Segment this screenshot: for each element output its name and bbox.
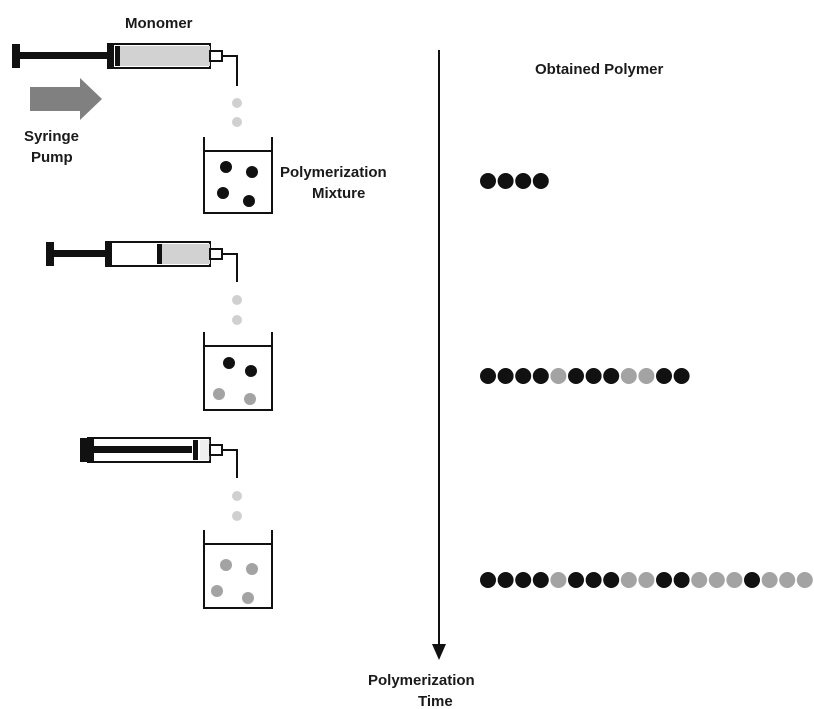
beaker-monomer	[220, 559, 232, 571]
polymer-unit-black	[497, 173, 514, 189]
polymer-unit-gray	[550, 572, 567, 588]
dripping-drop	[232, 491, 242, 501]
beaker-monomer	[245, 365, 257, 377]
dripping-drop	[232, 511, 242, 521]
plunger-seal	[115, 46, 120, 66]
dripping-drop	[232, 117, 242, 127]
beaker-monomer	[223, 357, 235, 369]
dripping-drop	[232, 98, 242, 108]
monomer-fill	[120, 46, 210, 66]
mixture-label-line1: Polymerization	[280, 164, 387, 181]
polymer-unit-black	[568, 572, 584, 588]
polymer-unit-gray	[779, 572, 796, 588]
stage-1	[12, 43, 273, 214]
beaker-monomer	[217, 187, 229, 199]
polymer-unit-gray	[691, 572, 708, 588]
syringe-tip	[209, 50, 223, 62]
dripping-drop	[232, 315, 242, 325]
polymer-unit-gray	[761, 572, 778, 588]
beaker-monomer	[213, 388, 225, 400]
polymer-unit-gray	[726, 572, 743, 588]
barrel-rim	[88, 438, 94, 462]
time-label-line2: Time	[418, 693, 453, 709]
time-axis-arrowhead-icon	[432, 644, 446, 660]
plunger-seal	[193, 440, 198, 460]
beaker-monomer	[246, 563, 258, 575]
needle	[222, 55, 238, 86]
syringe-pump-arrow-icon	[30, 78, 102, 120]
polymer-unit-black	[480, 173, 496, 189]
beaker-monomer	[211, 585, 223, 597]
polymer-unit-gray	[620, 572, 637, 588]
plunger-knob	[46, 242, 54, 266]
monomer-fill	[162, 244, 210, 264]
obtained-polymer-label: Obtained Polymer	[535, 61, 664, 78]
plunger-rod	[18, 52, 118, 59]
monomer-label: Monomer	[125, 15, 193, 32]
plunger-knob	[80, 438, 88, 462]
polymer-unit-gray	[708, 572, 725, 588]
syringe	[46, 241, 238, 282]
polymer-unit-black	[515, 572, 532, 588]
polymer-unit-black	[568, 368, 584, 384]
polymer-unit-black	[515, 368, 532, 384]
polymer-unit-black	[532, 572, 549, 588]
beaker-monomer	[242, 592, 254, 604]
syringe	[80, 437, 238, 478]
polymer-chains	[480, 173, 813, 588]
beaker	[203, 332, 273, 411]
polymer-unit-black	[603, 572, 620, 588]
beaker	[203, 137, 273, 214]
polymer-unit-gray	[796, 572, 813, 588]
beaker-monomer	[246, 166, 258, 178]
monomer-fill	[200, 440, 210, 460]
polymer-unit-black	[673, 368, 690, 384]
beaker-monomer	[220, 161, 232, 173]
needle	[222, 253, 238, 282]
polymer-unit-black	[603, 368, 620, 384]
polymer-unit-black	[656, 572, 672, 588]
beaker-monomer	[244, 393, 256, 405]
beaker	[203, 530, 273, 609]
beaker-monomer	[243, 195, 255, 207]
needle	[222, 449, 238, 478]
barrel-rim	[108, 44, 114, 68]
polymer-unit-black	[656, 368, 672, 384]
syringe	[12, 43, 238, 86]
polymer-unit-black	[480, 572, 496, 588]
polymer-unit-black	[532, 368, 549, 384]
syringe-pump-label-line1: Syringe	[24, 128, 79, 145]
polymer-unit-gray	[638, 368, 655, 384]
syringe-pump-label-line2: Pump	[31, 149, 73, 166]
polymer-unit-black	[515, 173, 532, 189]
barrel-rim	[106, 242, 112, 266]
plunger-rod	[86, 446, 192, 453]
polymer-unit-black	[585, 368, 602, 384]
stage-2	[46, 241, 273, 411]
polymer-unit-gray	[638, 572, 655, 588]
polymer-unit-gray	[620, 368, 637, 384]
plunger-knob	[12, 44, 20, 68]
plunger-seal	[157, 244, 162, 264]
syringe-tip	[209, 444, 223, 456]
polymer-unit-black	[480, 368, 496, 384]
dripping-drop	[232, 295, 242, 305]
syringe-tip	[209, 248, 223, 260]
polymer-unit-black	[585, 572, 602, 588]
polymer-unit-black	[532, 173, 549, 189]
plunger-rod	[52, 250, 157, 257]
polymer-unit-black	[497, 572, 514, 588]
time-label-line1: Polymerization	[368, 672, 475, 689]
polymer-unit-black	[673, 572, 690, 588]
polymer-unit-black	[744, 572, 760, 588]
mixture-label-line2: Mixture	[312, 185, 365, 202]
polymer-unit-black	[497, 368, 514, 384]
polymer-unit-gray	[550, 368, 567, 384]
stage-3	[80, 437, 273, 609]
